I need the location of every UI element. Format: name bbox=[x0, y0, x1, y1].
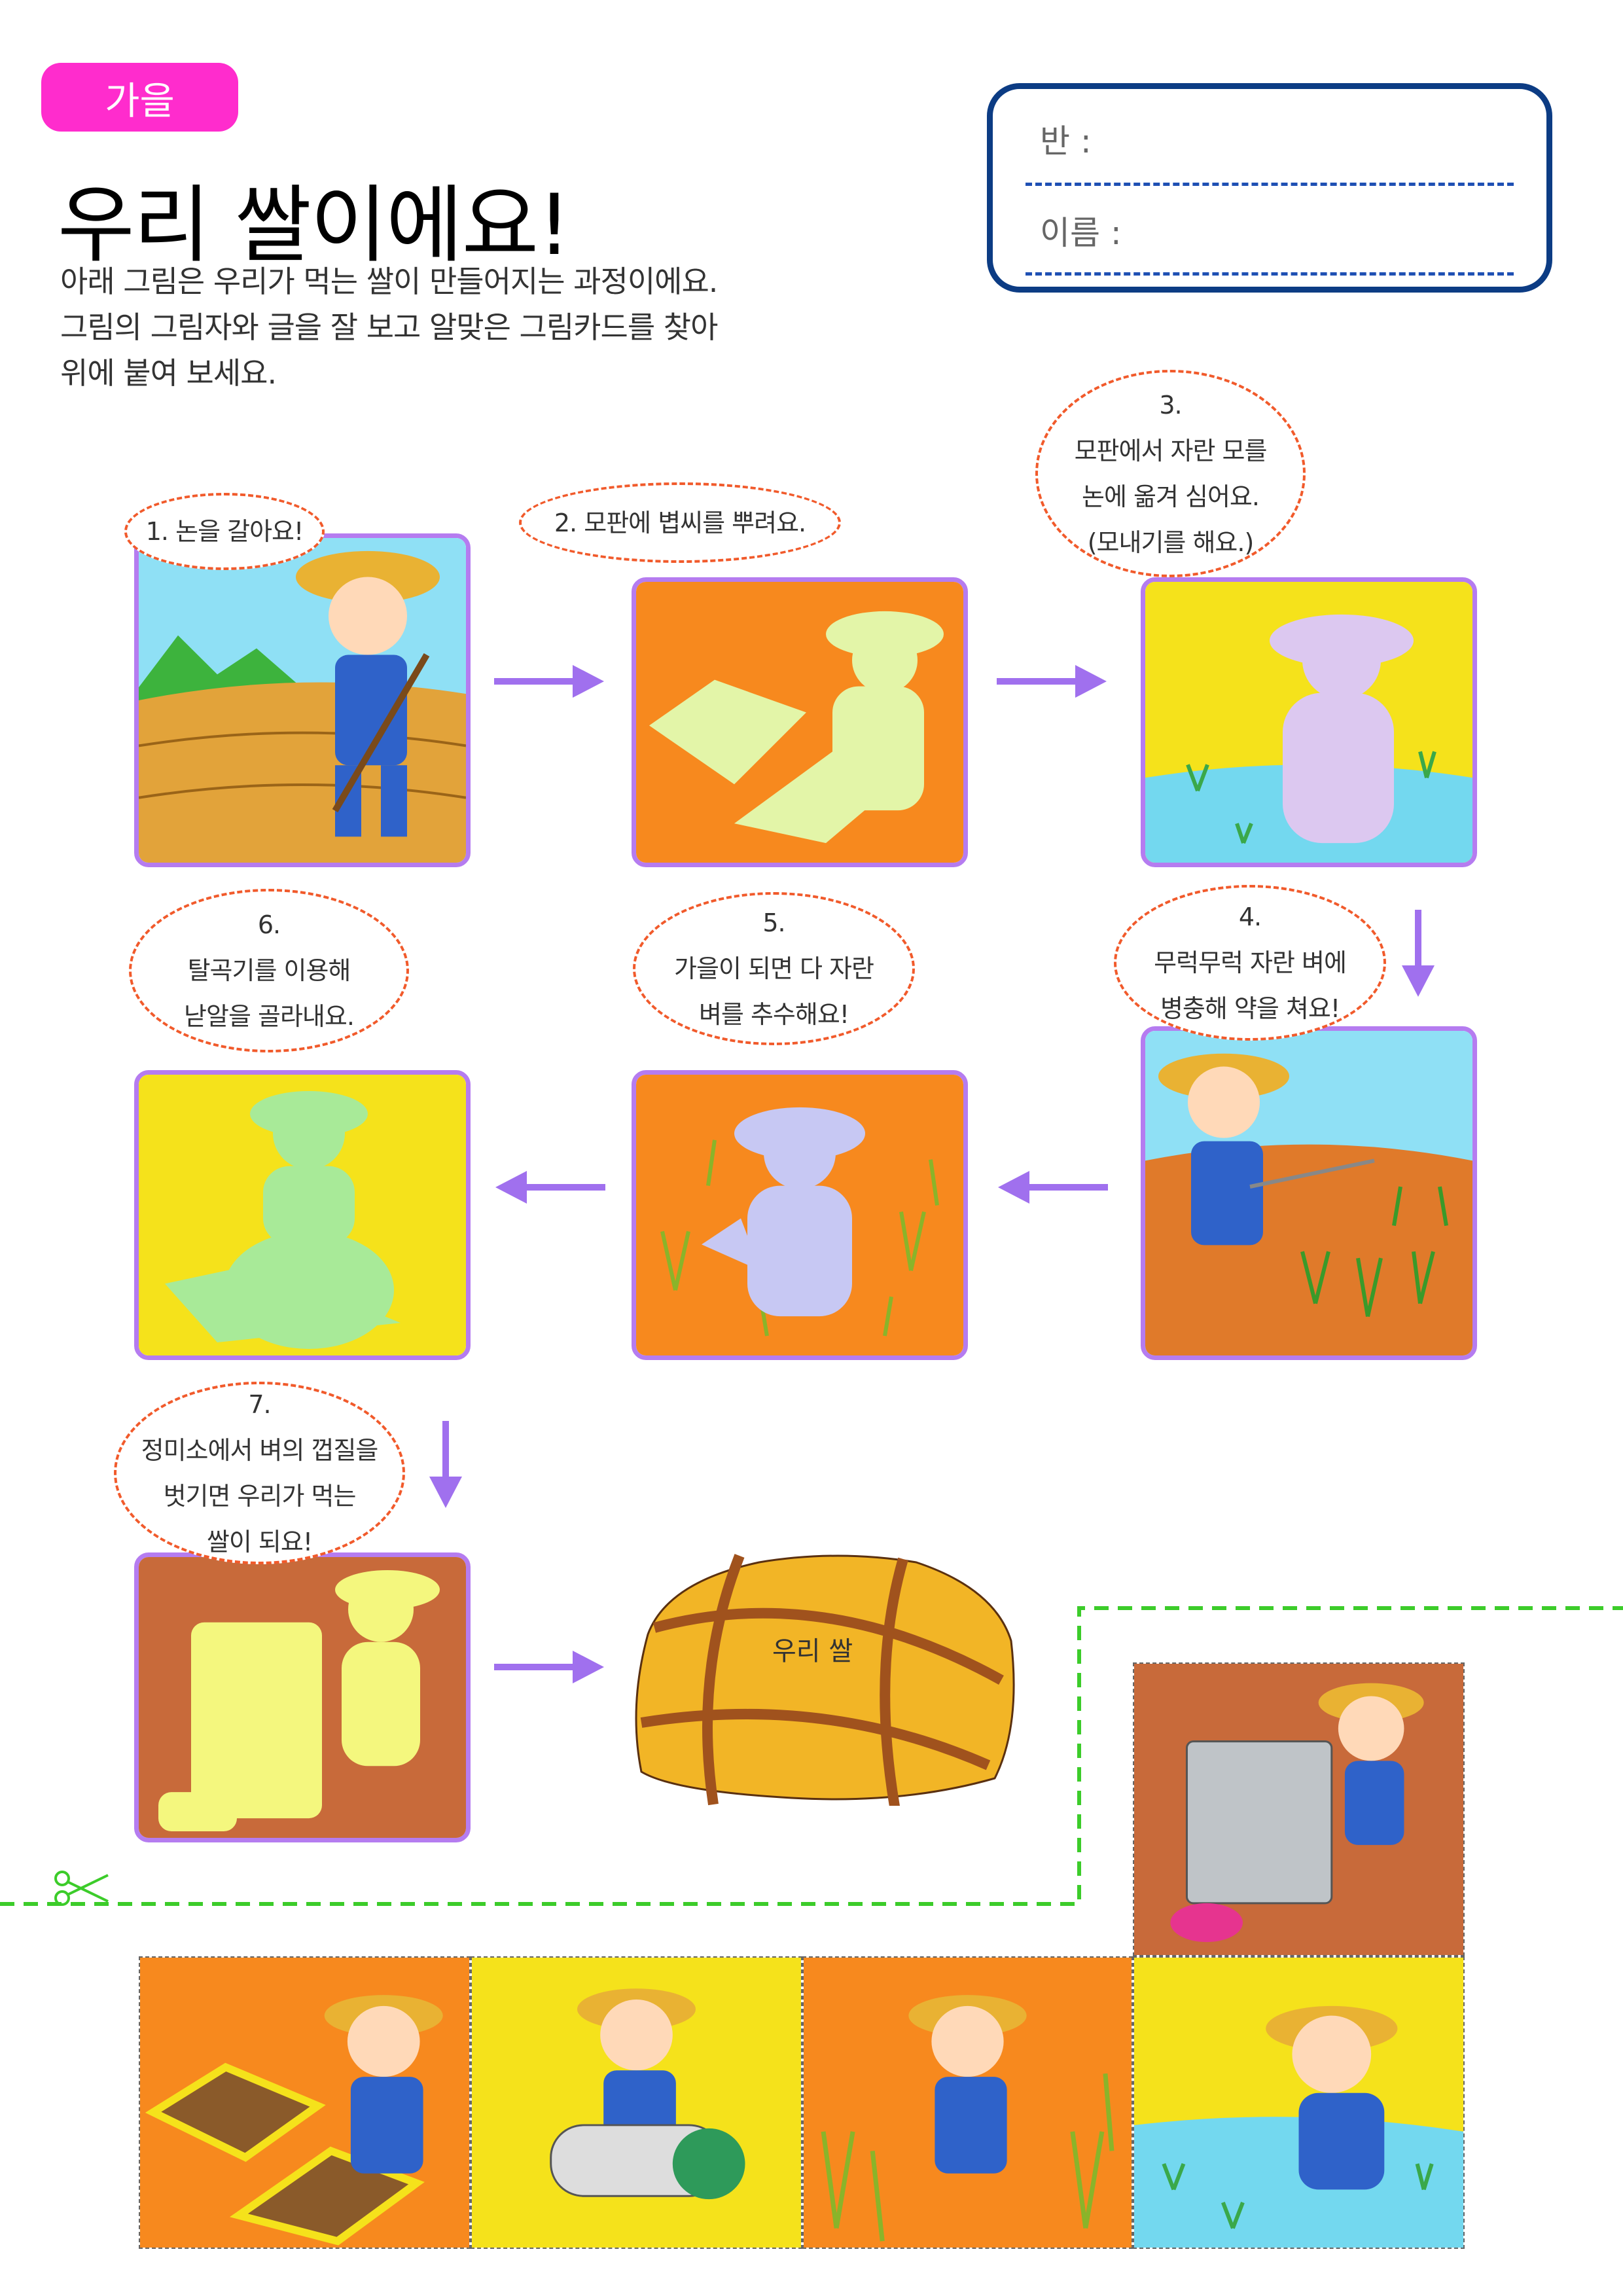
step-number: 2. bbox=[554, 508, 577, 537]
step-number: 7. bbox=[248, 1390, 271, 1419]
step-text: 탈곡기를 이용해 bbox=[187, 956, 351, 985]
step-text: 벼를 추수해요! bbox=[698, 1000, 849, 1029]
arrow-down-icon bbox=[429, 1421, 462, 1508]
step-number: 4. bbox=[1238, 903, 1262, 931]
rice-bag-illustration bbox=[635, 1554, 1015, 1806]
instruction-line: 위에 붙여 보세요. bbox=[60, 355, 277, 391]
arrow-down-icon bbox=[1402, 910, 1435, 997]
step-3-bubble: 3. 모판에서 자란 모를 논에 옮겨 심어요. (모내기를 해요.) bbox=[1035, 370, 1306, 577]
instruction-line: 그림의 그림자와 글을 잘 보고 알맞은 그림카드를 찾아 bbox=[60, 310, 718, 345]
step-text: 정미소에서 벼의 껍질을 bbox=[141, 1435, 379, 1465]
step-text: 병충해 약을 쳐요! bbox=[1160, 994, 1340, 1023]
instructions: 아래 그림은 우리가 먹는 쌀이 만들어지는 과정이에요. 그림의 그림자와 글… bbox=[60, 259, 718, 396]
page-title: 우리 쌀이에요! bbox=[58, 177, 571, 274]
step-3-shadow bbox=[1141, 577, 1477, 867]
step-number: 3. bbox=[1159, 390, 1182, 420]
step-text: 낟알을 골라내요. bbox=[184, 1002, 355, 1031]
step-text: 모판에 볍씨를 뿌려요. bbox=[584, 508, 806, 537]
step-number: 5. bbox=[762, 908, 785, 937]
card-rice-mill[interactable] bbox=[1133, 1662, 1465, 1956]
step-4-picture bbox=[1141, 1026, 1477, 1360]
step-7-shadow bbox=[134, 1552, 471, 1842]
class-field-line[interactable] bbox=[1026, 183, 1514, 186]
step-text: 벗기면 우리가 먹는 bbox=[163, 1481, 357, 1511]
step-7-bubble: 7. 정미소에서 벼의 껍질을 벗기면 우리가 먹는 쌀이 되요! bbox=[114, 1382, 405, 1564]
name-field-line[interactable] bbox=[1026, 272, 1514, 276]
name-label: 이름 : bbox=[1040, 214, 1122, 252]
arrow-left-icon bbox=[998, 1171, 1108, 1204]
step-text: 논을 갈아요! bbox=[175, 517, 304, 546]
step-number: 6. bbox=[257, 910, 281, 939]
step-text: 무럭무럭 자란 벼에 bbox=[1154, 948, 1347, 977]
step-text: 논에 옮겨 심어요. bbox=[1082, 482, 1260, 511]
step-1-picture bbox=[134, 533, 471, 867]
step-2-shadow bbox=[632, 577, 968, 867]
step-2-bubble: 2. 모판에 볍씨를 뿌려요. bbox=[519, 482, 841, 563]
arrow-left-icon bbox=[495, 1171, 605, 1204]
step-1-bubble: 1. 논을 갈아요! bbox=[124, 493, 325, 570]
step-number: 1. bbox=[145, 517, 169, 546]
step-text: (모내기를 해요.) bbox=[1087, 528, 1255, 557]
step-text: 모판에서 자란 모를 bbox=[1074, 436, 1268, 465]
card-transplanting[interactable] bbox=[1133, 1956, 1465, 2249]
rice-bag-label: 우리 쌀 bbox=[772, 1636, 853, 1666]
class-label: 반 : bbox=[1040, 122, 1092, 160]
card-seed-tray[interactable] bbox=[139, 1956, 471, 2249]
arrow-right-icon bbox=[494, 1651, 604, 1683]
scissors-icon bbox=[54, 1871, 109, 1906]
instruction-line: 아래 그림은 우리가 먹는 쌀이 만들어지는 과정이에요. bbox=[60, 264, 718, 299]
step-6-shadow bbox=[134, 1070, 471, 1360]
step-4-bubble: 4. 무럭무럭 자란 벼에 병충해 약을 쳐요! bbox=[1114, 885, 1386, 1041]
step-text: 쌀이 되요! bbox=[206, 1527, 313, 1556]
step-5-bubble: 5. 가을이 되면 다 자란 벼를 추수해요! bbox=[633, 892, 915, 1045]
card-threshing[interactable] bbox=[471, 1956, 802, 2249]
step-5-shadow bbox=[632, 1070, 968, 1360]
arrow-right-icon bbox=[494, 665, 604, 698]
arrow-right-icon bbox=[997, 665, 1107, 698]
card-harvest[interactable] bbox=[802, 1956, 1133, 2249]
step-6-bubble: 6. 탈곡기를 이용해 낟알을 골라내요. bbox=[129, 889, 409, 1052]
step-text: 가을이 되면 다 자란 bbox=[674, 954, 874, 983]
name-box: 반 : 이름 : bbox=[987, 83, 1552, 293]
season-tag: 가을 bbox=[41, 63, 238, 132]
cut-line bbox=[0, 1606, 1623, 1906]
